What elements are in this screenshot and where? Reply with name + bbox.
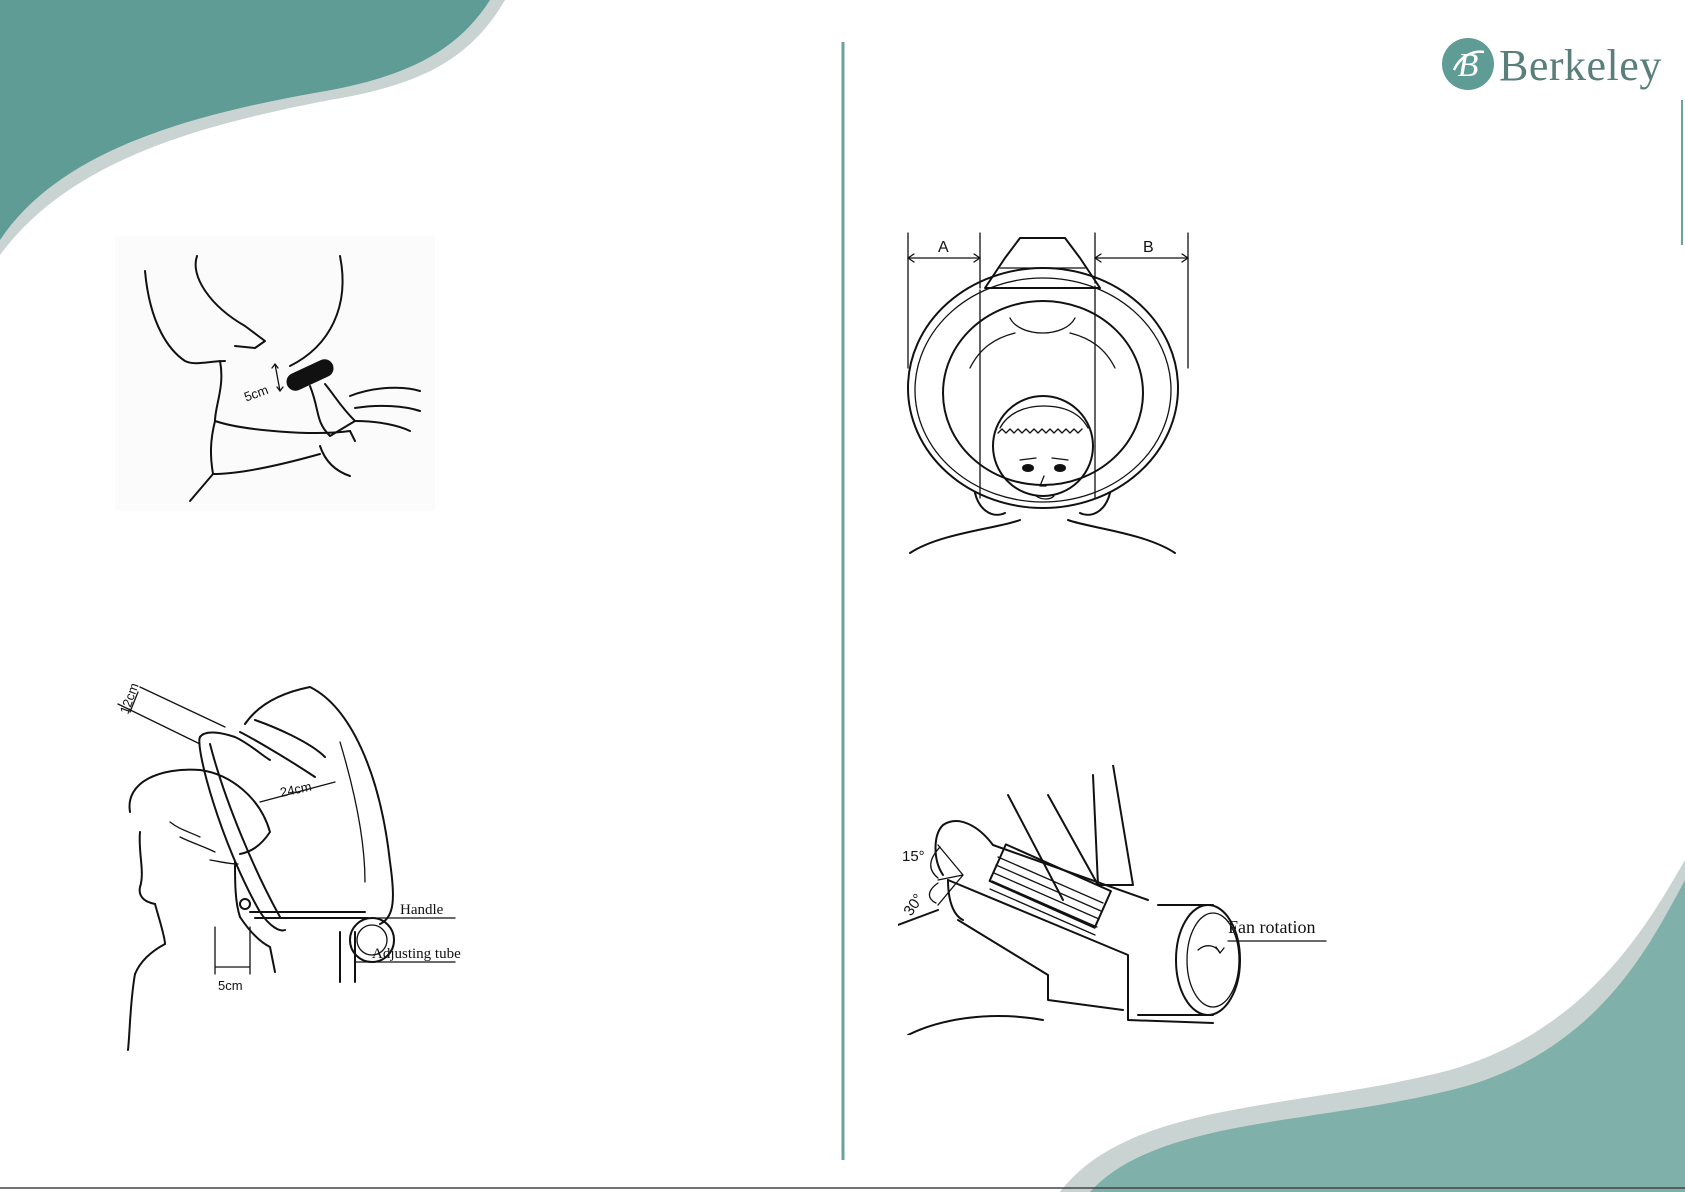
neck-gap-label-bottom: 5cm xyxy=(218,978,243,993)
svg-text:B: B xyxy=(1458,47,1479,84)
dimension-a-label: A xyxy=(938,239,949,256)
dimension-b-label: B xyxy=(1143,239,1154,256)
figure-neck-strip: 5cm xyxy=(115,236,435,511)
top-gap-label: 12cm xyxy=(117,682,142,716)
angle-upper-label: 15° xyxy=(902,848,925,865)
brand-name: Berkeley xyxy=(1499,40,1662,91)
inner-gap-label: 24cm xyxy=(279,779,313,800)
fan-rotation-label: Fan rotation xyxy=(1228,917,1316,937)
figure-hood-position: Handle Adjusting tube 12cm 24cm 5cm xyxy=(110,682,510,1057)
adjusting-tube-label: Adjusting tube xyxy=(372,946,461,962)
brand-monogram-icon: B xyxy=(1440,36,1496,92)
figure-fan-unit: 15° 30° Fan rotation xyxy=(898,765,1338,1035)
figure-hood-front: A B xyxy=(900,228,1200,558)
top-left-swoosh xyxy=(0,0,490,240)
handle-label: Handle xyxy=(400,902,444,918)
